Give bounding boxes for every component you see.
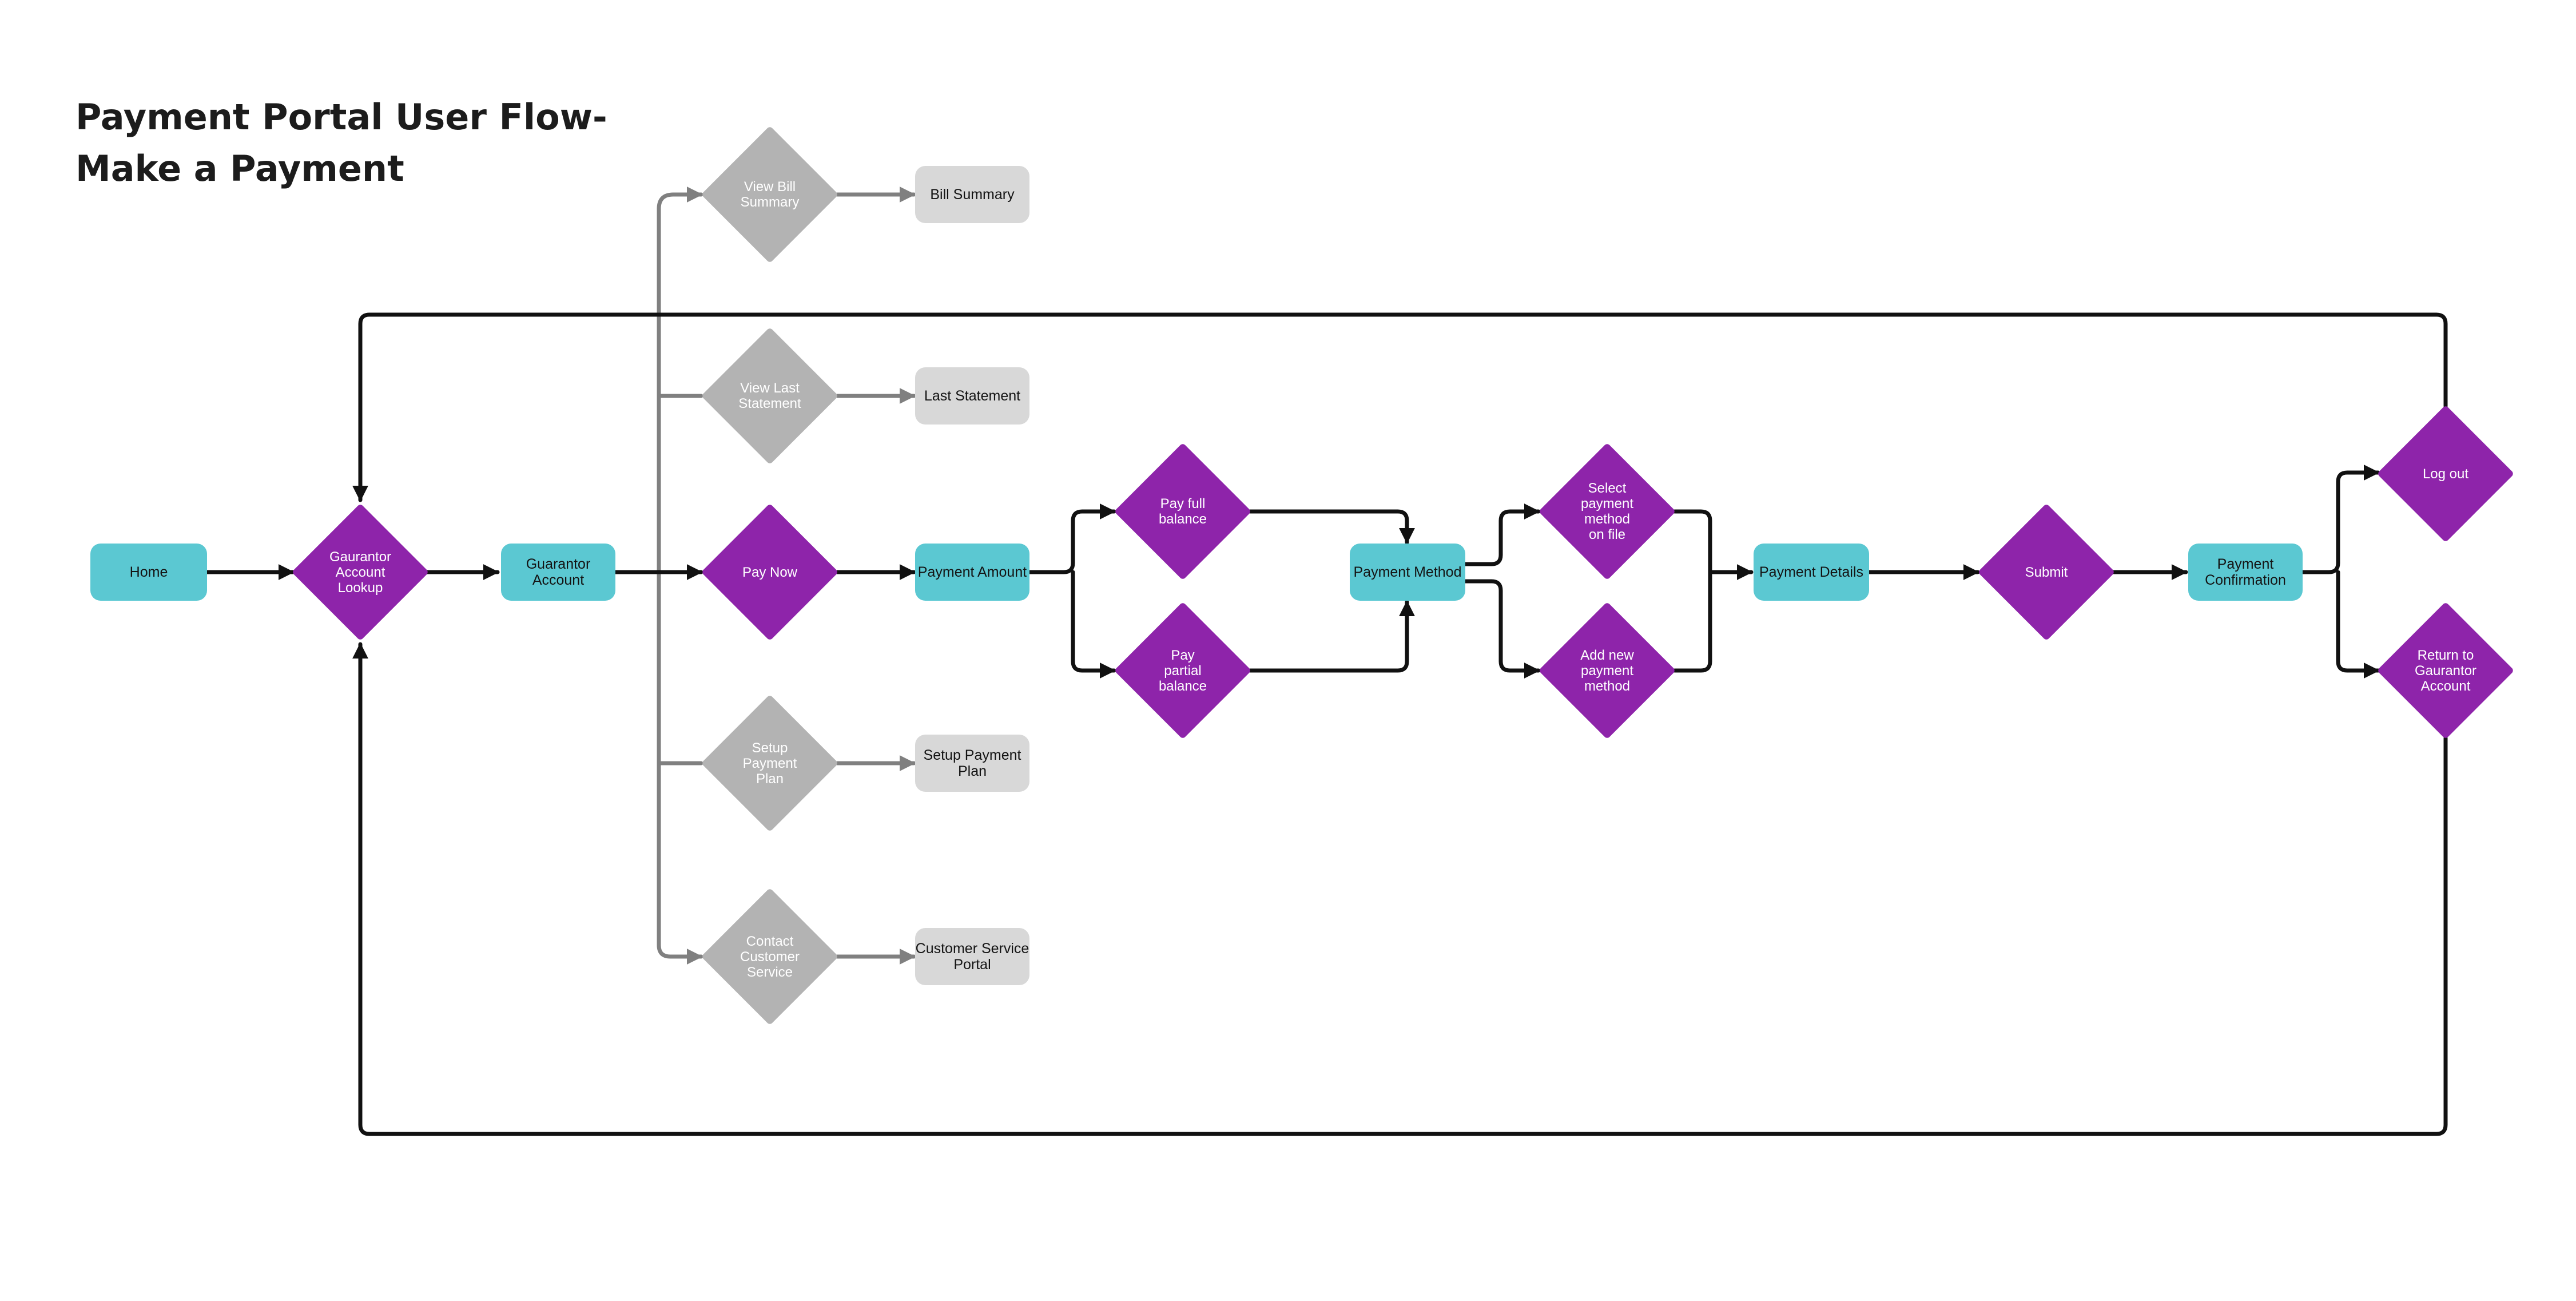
- title-line-2: Make a Payment: [75, 148, 404, 189]
- decision-pay-now[interactable]: Pay Now: [701, 503, 839, 641]
- node-home[interactable]: Home: [90, 544, 207, 601]
- decision-select-payment-method-label: Select payment method on file: [1580, 481, 1634, 542]
- decision-submit[interactable]: Submit: [1977, 503, 2116, 641]
- node-payment-amount-label: Payment Amount: [917, 564, 1027, 580]
- decision-view-last-statement[interactable]: View Last Statement: [701, 327, 839, 465]
- decision-add-new-payment-method[interactable]: Add new payment method: [1538, 601, 1676, 740]
- connector-add-to-details: [1672, 570, 1712, 673]
- decision-gaurantor-account-lookup[interactable]: Gaurantor Account Lookup: [291, 503, 430, 641]
- decision-log-out-label: Log out: [2422, 466, 2469, 482]
- decision-add-new-payment-method-label: Add new payment method: [1580, 647, 1634, 694]
- connector-method-to-add: [1463, 579, 1541, 679]
- decision-pay-full-balance[interactable]: Pay full balance: [1114, 442, 1252, 581]
- node-payment-method-label: Payment Method: [1353, 564, 1462, 580]
- node-setup-payment-plan-label: Setup Payment Plan: [923, 747, 1021, 779]
- connector-partial-to-method: [1248, 600, 1415, 673]
- connector-amount-to-partial: [1071, 570, 1116, 679]
- page-title: Payment Portal User Flow- Make a Payment: [75, 92, 607, 195]
- decision-pay-now-label: Pay Now: [742, 564, 798, 580]
- decision-pay-full-balance-label: Pay full balance: [1158, 496, 1207, 527]
- node-payment-details[interactable]: Payment Details: [1754, 544, 1869, 601]
- node-last-statement[interactable]: Last Statement: [915, 367, 1029, 425]
- title-line-1: Payment Portal User Flow-: [75, 96, 607, 138]
- decision-view-bill-summary[interactable]: View Bill Summary: [701, 125, 839, 264]
- connector-branch-trunk: [657, 187, 703, 574]
- node-payment-details-label: Payment Details: [1759, 564, 1864, 580]
- decision-pay-partial-balance[interactable]: Pay partial balance: [1114, 601, 1252, 740]
- decision-log-out[interactable]: Log out: [2376, 404, 2515, 543]
- decision-setup-payment-plan[interactable]: Setup Payment Plan: [701, 694, 839, 832]
- connector-method-to-select: [1463, 503, 1541, 566]
- node-payment-confirmation[interactable]: Payment Confirmation: [2188, 544, 2303, 601]
- decision-setup-payment-plan-label: Setup Payment Plan: [742, 740, 797, 787]
- decision-view-last-statement-label: View Last Statement: [738, 380, 801, 411]
- node-last-statement-label: Last Statement: [924, 388, 1021, 404]
- decision-return-to-account[interactable]: Return to Gaurantor Account: [2376, 601, 2515, 740]
- node-bill-summary[interactable]: Bill Summary: [915, 166, 1029, 223]
- node-payment-amount[interactable]: Payment Amount: [915, 544, 1029, 601]
- decision-view-bill-summary-label: View Bill Summary: [740, 179, 800, 210]
- node-bill-summary-label: Bill Summary: [930, 187, 1015, 203]
- connector-return-loop: [352, 642, 2448, 1136]
- connector-logout-loop: [352, 312, 2448, 502]
- node-payment-confirmation-label: Payment Confirmation: [2205, 556, 2286, 588]
- node-guarantor-account[interactable]: Guarantor Account: [501, 544, 615, 601]
- connector-full-to-method: [1248, 509, 1415, 545]
- decision-select-payment-method[interactable]: Select payment method on file: [1538, 442, 1676, 581]
- node-payment-method[interactable]: Payment Method: [1350, 544, 1465, 601]
- connector-confirmation-to-logout: [2300, 465, 2380, 574]
- connector-select-to-details: [1672, 509, 1754, 580]
- decision-contact-customer-service[interactable]: Contact Customer Service: [701, 887, 839, 1026]
- decision-contact-customer-service-label: Contact Customer Service: [740, 933, 800, 980]
- decision-return-to-account-label: Return to Gaurantor Account: [2414, 647, 2477, 694]
- node-setup-payment-plan[interactable]: Setup Payment Plan: [915, 735, 1029, 792]
- node-customer-service-portal[interactable]: Customer Service Portal: [915, 928, 1029, 985]
- decision-submit-label: Submit: [2025, 564, 2068, 580]
- connector-branch-trunk-lower: [657, 570, 703, 965]
- decision-pay-partial-balance-label: Pay partial balance: [1158, 647, 1207, 694]
- connector-amount-to-full: [1027, 503, 1116, 574]
- node-home-label: Home: [129, 564, 168, 580]
- node-guarantor-account-label: Guarantor Account: [526, 556, 591, 588]
- connector-confirmation-to-return: [2336, 570, 2380, 679]
- node-customer-service-portal-label: Customer Service Portal: [915, 941, 1029, 973]
- decision-gaurantor-account-lookup-label: Gaurantor Account Lookup: [329, 549, 392, 596]
